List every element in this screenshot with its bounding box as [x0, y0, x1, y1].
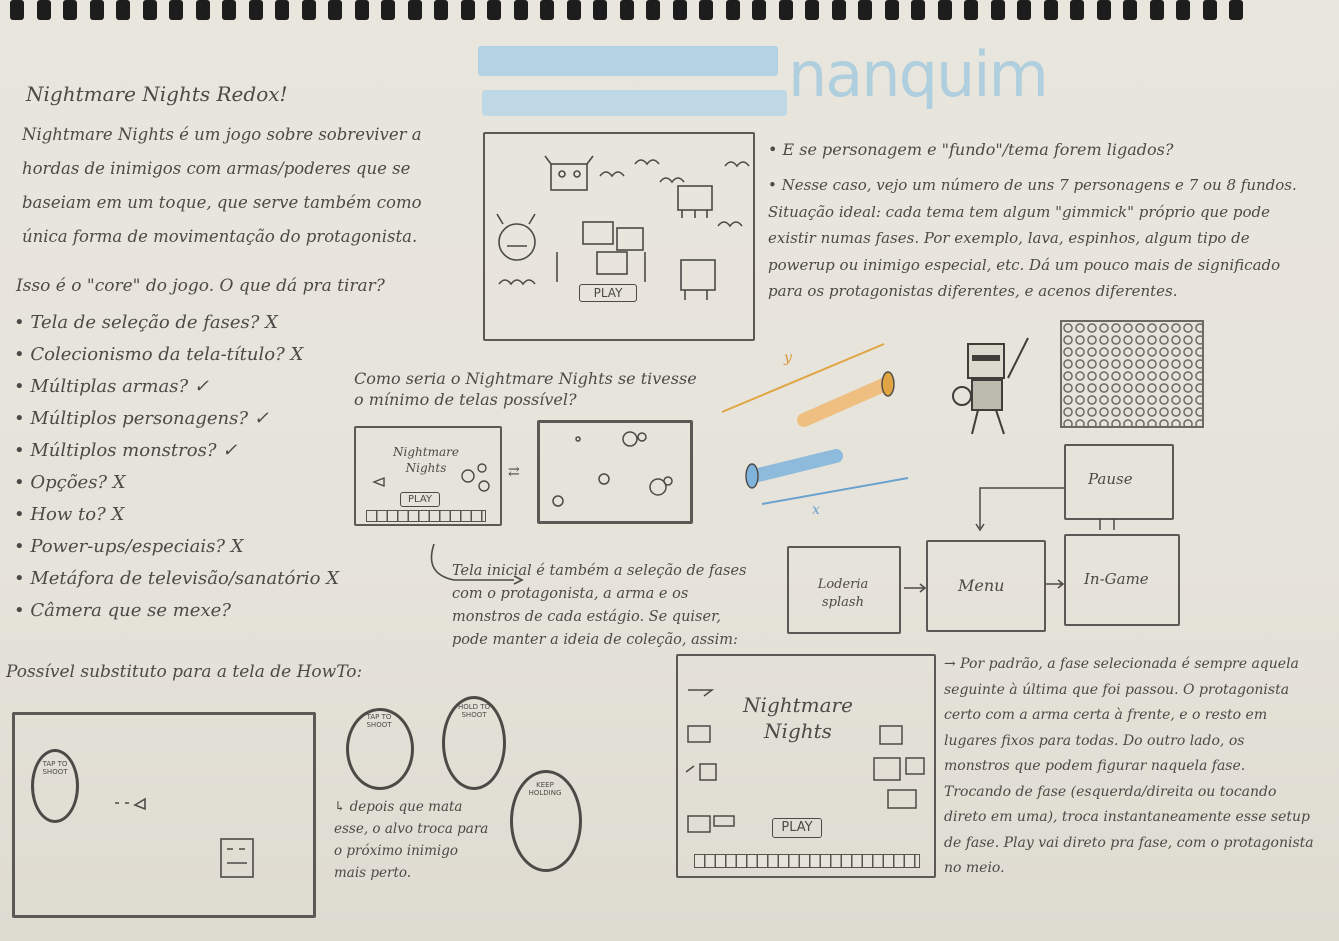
flow-ingame-label: In-Game	[1084, 570, 1149, 588]
bullet-item: • Colecionismo da tela-título? X	[14, 344, 304, 365]
bullet-item: • Múltiplas armas? ✓	[14, 376, 209, 397]
level-select-title: Nightmare Nights	[743, 693, 853, 743]
default-stage-note: → Por padrão, a fase selecionada é sempr…	[944, 656, 1314, 876]
flow-splash-box: Loderia splash	[787, 546, 901, 634]
flow-pause-box: Pause	[1064, 444, 1174, 520]
top-right-question: • E se personagem e "fundo"/tema forem l…	[768, 140, 1174, 159]
axis-label-x: x	[812, 502, 820, 518]
level-select-doodles	[685, 689, 925, 833]
level-stage-strip	[694, 854, 920, 868]
curved-arrow	[430, 543, 524, 585]
pattern-texture-swatch	[1060, 320, 1204, 428]
ingame-doodles	[552, 431, 673, 507]
bullet-item: • Câmera que se mexe?	[14, 600, 231, 621]
title-screen-label: Nightmare Nights	[393, 445, 459, 475]
flow-menu-box: Menu	[926, 540, 1046, 632]
notes-bullet-list: • Tela de seleção de fases? X • Colecion…	[14, 312, 454, 630]
level-select-screen-sketch: Nightmare Nights PLAY	[676, 654, 936, 878]
title-screen-sketch: Nightmare Nights PLAY	[354, 426, 502, 526]
notes-intro: Nightmare Nights é um jogo sobre sobrevi…	[22, 125, 422, 246]
knight-character-icon	[952, 337, 1029, 435]
ingame-screen-sketch	[537, 420, 693, 524]
bullet-item: • Metáfora de televisão/sanatório X	[14, 568, 340, 589]
blue-marker-stroke-1	[478, 46, 778, 76]
title-screen-doodles	[372, 463, 490, 492]
top-right-body: • Nesse caso, vejo um número de uns 7 pe…	[768, 176, 1297, 300]
target-switch-note: ↳ depois que mata esse, o alvo troca par…	[334, 799, 489, 881]
notes-question: Isso é o "core" do jogo. O que dá pra ti…	[16, 276, 385, 296]
flow-arrows	[904, 487, 1115, 593]
flow-menu-label: Menu	[958, 576, 1005, 595]
sketch-play-button[interactable]: PLAY	[579, 284, 637, 302]
spiral-binding	[10, 0, 1300, 22]
bullet-item: • Opções? X	[14, 472, 126, 493]
hold-label: HOLD TO SHOOT	[457, 703, 491, 719]
axis-label-y: y	[784, 350, 792, 366]
substitute-note: Possível substituto para a tela de HowTo…	[6, 662, 363, 682]
header-word: nanquim	[788, 38, 1049, 111]
title-play-button[interactable]: PLAY	[400, 492, 440, 507]
bullet-item: • Múltiplos monstros? ✓	[14, 440, 238, 461]
bullet-item: • Tela de seleção de fases? X	[14, 312, 278, 333]
keep-label: KEEP HOLDING	[528, 781, 562, 797]
bullet-item: • Power-ups/especiais? X	[14, 536, 244, 557]
gameplay-screen-sketch: PLAY	[483, 132, 755, 341]
hold-to-shoot-ring: HOLD TO SHOOT	[442, 696, 506, 790]
notes-title: Nightmare Nights Redox!	[26, 82, 288, 106]
arrow-glyph: ⇄	[508, 464, 520, 480]
tap-label-small: TAP TO SHOOT	[42, 760, 68, 776]
blue-marker-stroke-2	[482, 90, 787, 116]
flow-splash-label: Loderia splash	[817, 577, 869, 610]
title-stage-strip	[366, 510, 486, 522]
howto-screen-sketch: TAP TO SHOOT	[12, 712, 316, 918]
flow-ingame-box: In-Game	[1064, 534, 1180, 626]
tap-label: TAP TO SHOOT	[366, 713, 392, 729]
start-screen-note: Tela inicial é também a seleção de fases…	[452, 563, 747, 648]
level-select-play-button[interactable]: PLAY	[772, 818, 822, 838]
minimal-screens-question: Como seria o Nightmare Nights se tivesse…	[354, 369, 697, 409]
howto-doodles	[115, 797, 254, 878]
keep-holding-ring: KEEP HOLDING	[510, 770, 582, 872]
tap-ring-small: TAP TO SHOOT	[31, 749, 79, 823]
flow-pause-label: Pause	[1088, 470, 1133, 488]
tap-to-shoot-ring: TAP TO SHOOT	[346, 708, 414, 790]
monster-doodles	[496, 155, 750, 300]
bullet-item: • How to? X	[14, 504, 125, 525]
color-streak-sketch	[721, 343, 909, 505]
bullet-item: • Múltiplos personagens? ✓	[14, 408, 269, 429]
